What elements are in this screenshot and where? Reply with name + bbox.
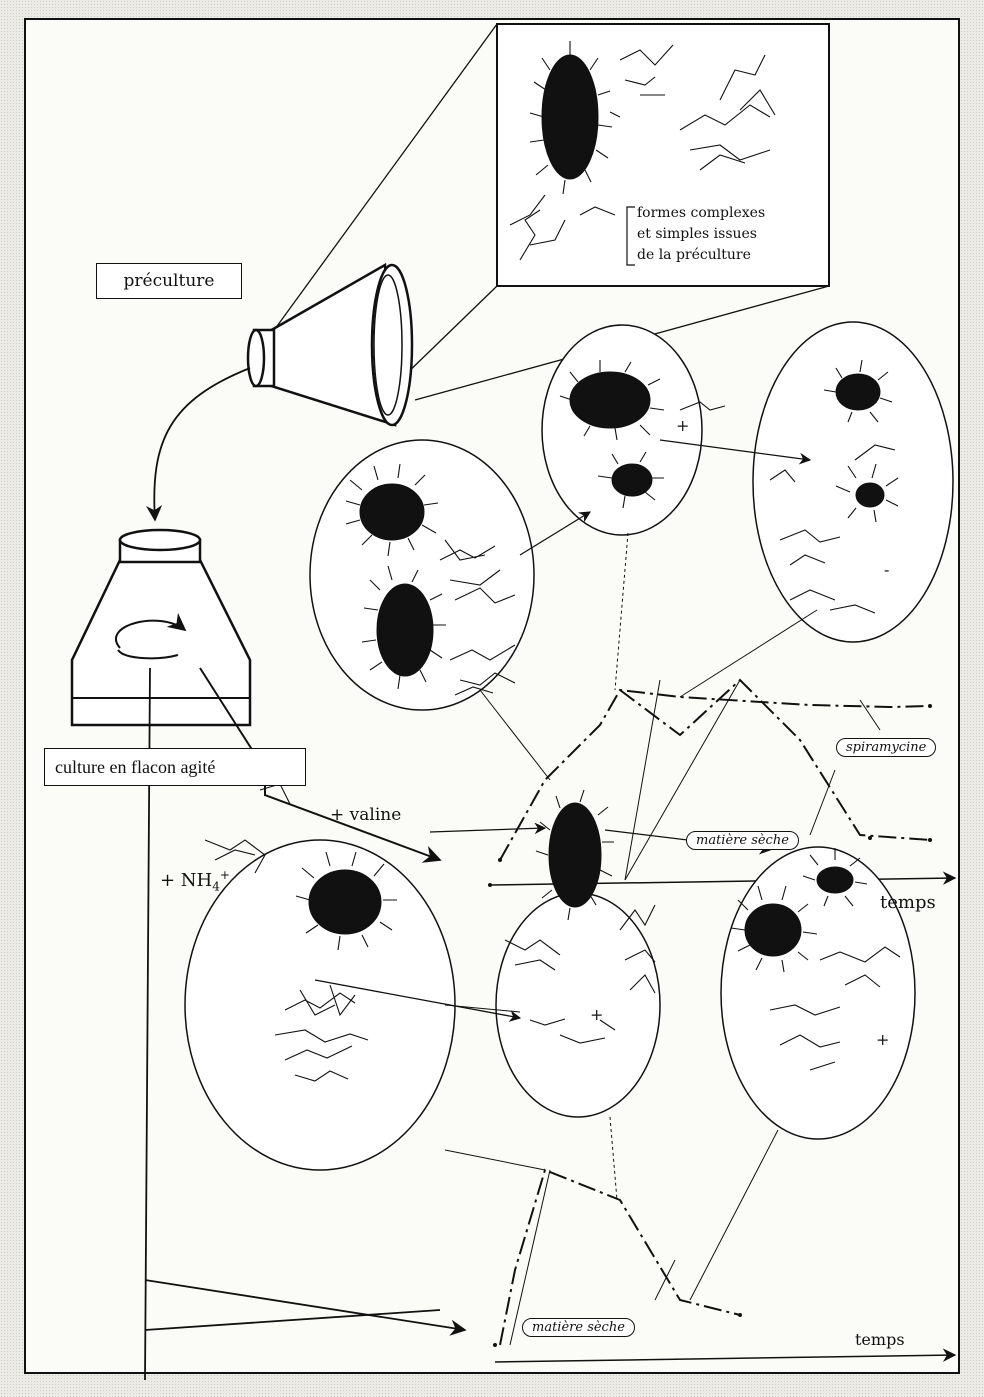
temps-label-top: temps [880, 892, 936, 913]
nh4-subscript: 4 [212, 880, 220, 894]
morphology-ellipse-6 [721, 847, 915, 1139]
connector-line [690, 1130, 778, 1300]
connector-line [610, 1117, 617, 1200]
temps-label-bottom: temps [855, 1330, 905, 1349]
inset-connector-mid [400, 286, 497, 380]
matiere-seche-curve-top [620, 680, 930, 840]
connector-line [480, 690, 550, 780]
connector-line [615, 533, 628, 690]
valine-label: + valine [330, 805, 401, 825]
culture-flask-icon [72, 530, 250, 725]
inset-note-line: de la préculture [637, 245, 827, 266]
connector-line [655, 1260, 675, 1300]
transition-arrow [430, 828, 545, 832]
transfer-arrow [154, 368, 250, 520]
preculture-label: préculture [96, 263, 242, 299]
inset-note: formes complexes et simples issues de la… [637, 203, 827, 266]
nh4-label: + NH4+ [160, 868, 230, 894]
matiere-seche-label-bottom: matière sèche [522, 1318, 635, 1337]
matiere-seche-label-top: matière sèche [686, 831, 799, 850]
transition-arrow [520, 512, 590, 555]
morphology-ellipse-1 [310, 440, 534, 710]
morphology-ellipse-3 [753, 322, 953, 642]
note-bracket [623, 205, 637, 267]
plus-sign: + [876, 1030, 889, 1049]
morphology-ellipse-5 [496, 893, 660, 1117]
nh4-arrow [145, 1280, 465, 1330]
plus-sign: + [676, 416, 689, 435]
time-axis-bottom [495, 1355, 955, 1362]
culture-label: culture en flacon agité [44, 748, 306, 786]
nh4-superscript: + [220, 868, 230, 882]
inset-note-line: formes complexes [637, 203, 827, 224]
minus-sign: - [884, 560, 889, 579]
connector-line [810, 770, 835, 835]
inset-note-line: et simples issues [637, 224, 827, 245]
preculture-flask-icon [248, 265, 412, 425]
nh4-base: + NH [160, 870, 212, 891]
spiramycine-label: spiramycine [836, 738, 936, 757]
connector-line [445, 1150, 545, 1170]
connector-line [680, 610, 817, 697]
plus-sign: + [590, 1005, 603, 1024]
connector-line [860, 700, 880, 730]
